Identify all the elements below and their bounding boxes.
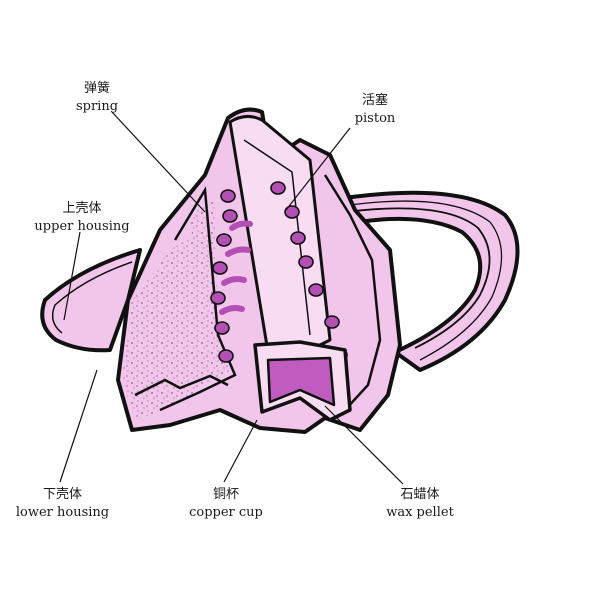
label-wax-pellet-en: wax pellet <box>372 504 468 522</box>
label-lower-housing: 下壳体 lower housing <box>5 486 120 522</box>
label-lower-housing-en: lower housing <box>5 504 120 522</box>
label-copper-cup-en: copper cup <box>178 504 274 522</box>
label-piston-en: piston <box>345 110 405 128</box>
label-upper-housing: 上壳体 upper housing <box>22 200 142 236</box>
label-spring-zh: 弹簧 <box>62 80 132 98</box>
label-upper-housing-zh: 上壳体 <box>22 200 142 218</box>
label-lower-housing-zh: 下壳体 <box>5 486 120 504</box>
label-piston-zh: 活塞 <box>345 92 405 110</box>
label-piston: 活塞 piston <box>345 92 405 128</box>
label-upper-housing-en: upper housing <box>22 218 142 236</box>
leader-copper-cup <box>224 420 257 482</box>
label-wax-pellet: 石蜡体 wax pellet <box>372 486 468 522</box>
label-wax-pellet-zh: 石蜡体 <box>372 486 468 504</box>
label-spring: 弹簧 spring <box>62 80 132 116</box>
label-spring-en: spring <box>62 98 132 116</box>
label-copper-cup: 铜杯 copper cup <box>178 486 274 522</box>
label-copper-cup-zh: 铜杯 <box>178 486 274 504</box>
leader-spring <box>112 112 205 212</box>
leader-lower-housing <box>60 370 97 482</box>
